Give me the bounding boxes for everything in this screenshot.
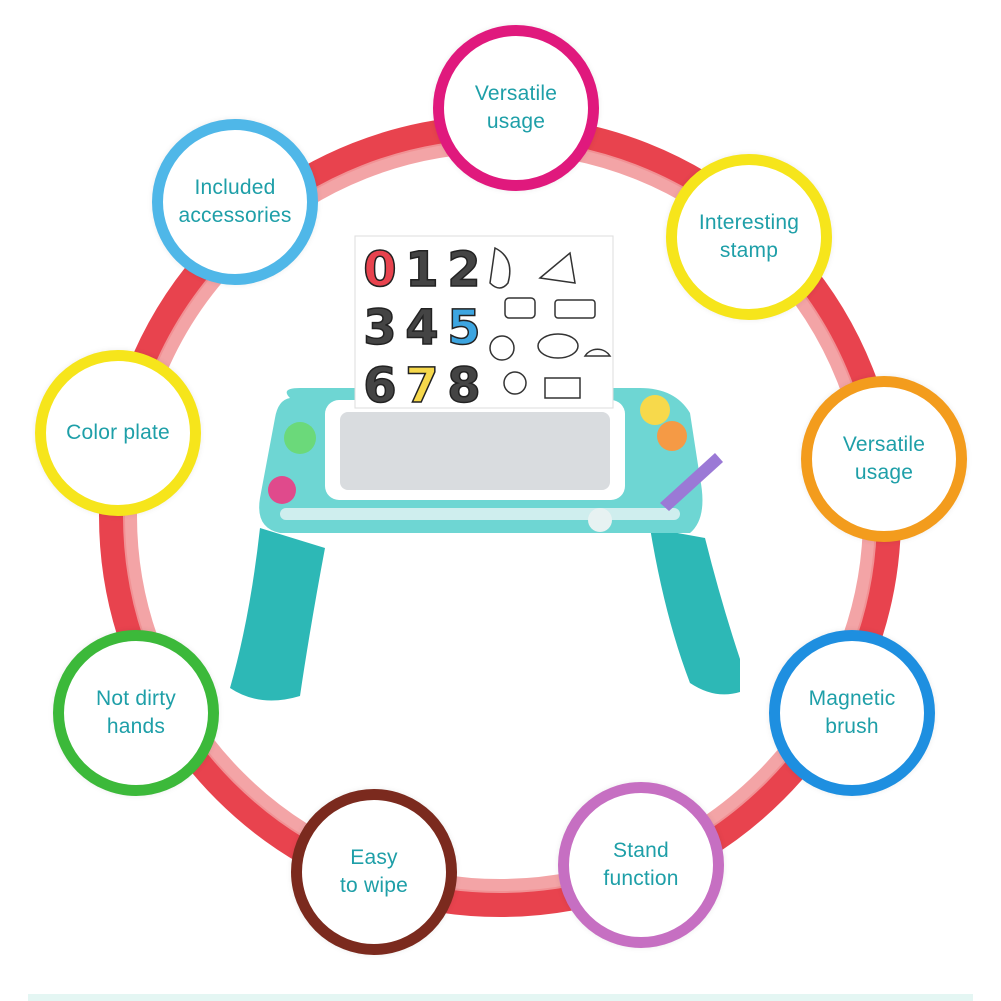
card-digit: 6 — [363, 358, 396, 414]
card-digit: 7 — [405, 358, 438, 414]
stamp-green — [284, 422, 316, 454]
card-digit: 1 — [405, 242, 438, 298]
card-digit: 5 — [447, 300, 480, 356]
feature-label: Magnetic brush — [808, 687, 896, 738]
feature-label: Interesting stamp — [698, 211, 800, 262]
drawing-screen — [340, 412, 610, 490]
card-digit: 4 — [405, 300, 438, 356]
feature-bubble: Included accessories — [152, 119, 318, 285]
stamp-pink — [268, 476, 296, 504]
stamp-orange — [657, 421, 687, 451]
feature-bubble: Magnetic brush — [769, 630, 935, 796]
feature-bubble: Not dirty hands — [53, 630, 219, 796]
table-leg-right — [650, 528, 740, 695]
feature-label: Versatile usage — [842, 433, 926, 484]
table-front-rail — [280, 508, 680, 520]
card-digit: 3 — [363, 300, 396, 356]
feature-label: Easy to wipe — [340, 846, 408, 897]
feature-bubble: Color plate — [35, 350, 201, 516]
magnetic-pen — [660, 453, 723, 511]
card-digit: 2 — [447, 242, 480, 298]
feature-label: Included accessories — [178, 176, 292, 227]
feature-label: Color plate — [66, 421, 170, 444]
feature-bubble: Easy to wipe — [291, 789, 457, 955]
feature-bubble: Interesting stamp — [666, 154, 832, 320]
feature-bubble: Versatile usage — [433, 25, 599, 191]
card-sketches — [489, 246, 612, 399]
feature-bubble: Versatile usage — [801, 376, 967, 542]
feature-bubble: Stand function — [558, 782, 724, 948]
card-digit: 0 — [363, 242, 396, 298]
stamp-yellow — [640, 395, 670, 425]
table-leg-left — [230, 528, 325, 701]
picture-card — [354, 235, 614, 409]
feature-label: Versatile usage — [474, 82, 558, 133]
bottom-strip — [28, 994, 973, 1001]
eraser-slider — [588, 508, 612, 532]
feature-label: Stand function — [603, 839, 679, 890]
feature-label: Not dirty hands — [96, 687, 176, 738]
card-digit: 8 — [447, 358, 480, 414]
